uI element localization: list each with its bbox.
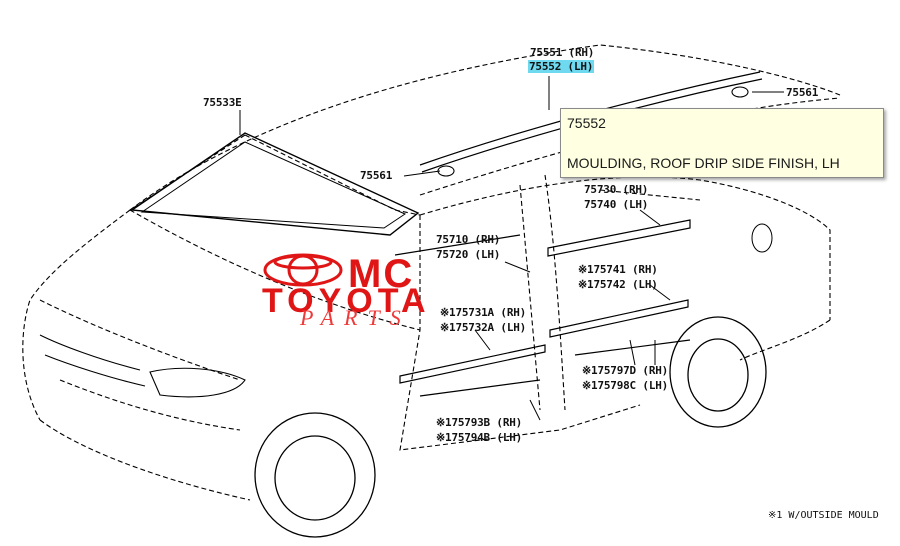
label-75552[interactable]: 75552 (LH) [528,60,595,73]
watermark-mc: MC [348,252,415,296]
leader-lines [239,76,784,421]
label-75561-right[interactable]: 75561 [786,86,819,99]
wheels [254,316,767,538]
label-75740[interactable]: 75740 (LH) [584,198,649,211]
label-175732[interactable]: ※175732A (LH) [440,321,527,334]
label-175731[interactable]: ※175731A (RH) [440,306,527,319]
rear-wheel [669,316,767,428]
label-75710[interactable]: 75710 (RH) [436,233,501,246]
tooltip-description: MOULDING, ROOF DRIP SIDE FINISH, LH [567,155,840,171]
label-175797[interactable]: ※175797D (RH) [582,364,669,377]
watermark-parts: PARTS [300,305,411,330]
label-175794[interactable]: ※175794B (LH) [436,431,523,444]
part-tooltip: 75552 MOULDING, ROOF DRIP SIDE FINISH, L… [560,108,884,178]
clip-right [731,86,749,98]
footnote: ※1 W/OUTSIDE MOULD [768,510,879,521]
label-175742[interactable]: ※175742 (LH) [578,278,658,291]
tooltip-part-number: 75552 [567,115,606,131]
label-175741[interactable]: ※175741 (RH) [578,263,658,276]
fuel-lid [751,223,773,253]
label-75551[interactable]: 75551 (RH) [530,46,595,59]
label-75720[interactable]: 75720 (LH) [436,248,501,261]
label-75561-left[interactable]: 75561 [360,169,393,182]
label-75730[interactable]: 75730 (RH) [584,183,649,196]
clip-left [437,165,455,177]
watermark-toyota: TOYOTA [262,282,431,320]
door-mouldings [394,219,691,397]
windshield [130,132,420,236]
front-details [39,334,246,398]
label-75533[interactable]: 75533E [203,96,242,109]
watermark-logo-icon [263,253,343,287]
front-wheel [254,412,376,538]
label-175793[interactable]: ※175793B (RH) [436,416,523,429]
label-175798[interactable]: ※175798C (LH) [582,379,669,392]
